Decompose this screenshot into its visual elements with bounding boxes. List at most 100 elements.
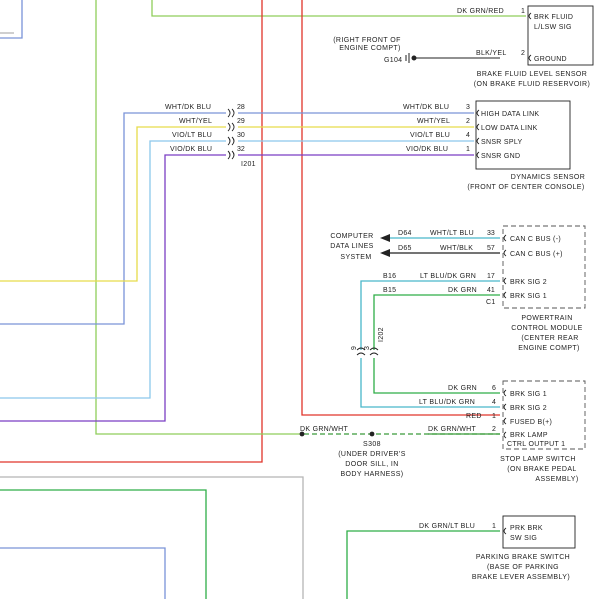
wire-vio-dk-blu bbox=[0, 154, 474, 422]
pin-number: 2 bbox=[521, 50, 525, 57]
pin-number: 1 bbox=[492, 523, 496, 530]
pin-function: HIGH DATA LINK bbox=[481, 111, 539, 118]
pin-number: 4 bbox=[466, 132, 470, 139]
wire-wht-dk-blu bbox=[0, 112, 474, 325]
pin-function: BRK LAMP bbox=[510, 432, 548, 439]
wire-light-green-long bbox=[95, 0, 302, 435]
component-location: (ON BRAKE PEDAL bbox=[507, 466, 576, 473]
wire-wht-yel bbox=[0, 126, 474, 282]
pin-number: 3 bbox=[466, 104, 470, 111]
pin-function: CAN C BUS (-) bbox=[510, 236, 561, 243]
wire-blue-bottom bbox=[0, 547, 166, 599]
pin-number: 1 bbox=[466, 146, 470, 153]
splice-location: (UNDER DRIVER'S bbox=[338, 451, 406, 458]
pin-function: CAN C BUS (+) bbox=[510, 251, 563, 258]
wire-light-green-top bbox=[151, 0, 526, 17]
pin-function: L/LSW SIG bbox=[534, 24, 572, 31]
brake-fluid-sensor-box bbox=[527, 5, 594, 66]
splice-dot-s308 bbox=[369, 431, 375, 437]
pin-number: 3 bbox=[364, 346, 371, 350]
pin-number: 2 bbox=[492, 426, 496, 433]
pin-function: FUSED B(+) bbox=[510, 419, 552, 426]
pin-number: 1 bbox=[521, 8, 525, 15]
pin-function: BRK FLUID bbox=[534, 14, 573, 21]
inline-connector-i201 bbox=[227, 108, 235, 160]
arrow-left-icon bbox=[380, 234, 390, 242]
wire-label: DK GRN bbox=[448, 385, 477, 392]
pin-function: BRK SIG 1 bbox=[510, 391, 547, 398]
cavity-id: C1 bbox=[486, 299, 496, 306]
pin-number: 9 bbox=[351, 346, 358, 350]
pin-function: PRK BRK bbox=[510, 525, 543, 532]
circuit-id: D64 bbox=[398, 230, 412, 237]
pin-number: 29 bbox=[237, 118, 245, 125]
connector-id: I202 bbox=[378, 327, 385, 342]
pin-number: 2 bbox=[466, 118, 470, 125]
component-title: BRAKE FLUID LEVEL SENSOR bbox=[477, 71, 588, 78]
pin-number: 17 bbox=[487, 273, 495, 280]
component-location: (ON BRAKE FLUID RESERVOIR) bbox=[474, 81, 590, 88]
wire-label: WHT/DK BLU bbox=[165, 104, 211, 111]
computer-data-lines-label: SYSTEM bbox=[340, 254, 371, 261]
wire-label: VIO/LT BLU bbox=[410, 132, 450, 139]
pin-function: BRK SIG 2 bbox=[510, 405, 547, 412]
pin-number: 32 bbox=[237, 146, 245, 153]
wire-label: WHT/YEL bbox=[417, 118, 450, 125]
circuit-id: D65 bbox=[398, 245, 412, 252]
wire-label: WHT/BLK bbox=[440, 245, 473, 252]
circuit-id: B15 bbox=[383, 287, 396, 294]
wire-label: WHT/LT BLU bbox=[430, 230, 474, 237]
connector-id: I201 bbox=[241, 161, 256, 168]
component-title: CONTROL MODULE bbox=[511, 325, 582, 332]
wire-label: WHT/DK BLU bbox=[403, 104, 449, 111]
parking-brake-switch-box bbox=[502, 515, 576, 549]
pin-number: 33 bbox=[487, 230, 495, 237]
pin-function: BRK SIG 2 bbox=[510, 279, 547, 286]
wire-label: DK GRN/LT BLU bbox=[419, 523, 475, 530]
pin-function: GROUND bbox=[534, 56, 567, 63]
component-location: ASSEMBLY) bbox=[535, 476, 578, 483]
wire-red-fused bbox=[0, 0, 500, 463]
component-location: (BASE OF PARKING bbox=[487, 564, 559, 571]
pin-function: LOW DATA LINK bbox=[481, 125, 538, 132]
splice-location: BODY HARNESS) bbox=[340, 471, 403, 478]
wire-label: RED bbox=[466, 413, 482, 420]
wire-label: VIO/DK BLU bbox=[406, 146, 448, 153]
dynamics-sensor-box bbox=[475, 100, 571, 170]
wire-label: VIO/DK BLU bbox=[170, 146, 212, 153]
pin-number: 1 bbox=[492, 413, 496, 420]
pin-function: SNSR GND bbox=[481, 153, 520, 160]
pin-function: SW SIG bbox=[510, 535, 537, 542]
splice-dot bbox=[299, 431, 305, 437]
wire-label: WHT/YEL bbox=[179, 118, 212, 125]
component-location: BRAKE LEVER ASSEMBLY) bbox=[472, 574, 570, 581]
component-location: (FRONT OF CENTER CONSOLE) bbox=[467, 184, 584, 191]
wire-dk-grn bbox=[373, 294, 500, 394]
ground-location: ENGINE COMPT) bbox=[339, 45, 401, 52]
wire-green-bottom bbox=[0, 489, 207, 599]
circuit-id: B16 bbox=[383, 273, 396, 280]
ground-location: (RIGHT FRONT OF bbox=[333, 37, 401, 44]
wire-dk-grn-lt-blu bbox=[346, 530, 500, 599]
component-title: DYNAMICS SENSOR bbox=[511, 174, 585, 181]
pcm-box bbox=[502, 225, 586, 309]
stop-lamp-switch-box bbox=[502, 380, 586, 450]
wire-label: DK GRN/WHT bbox=[428, 426, 477, 433]
wire-label: VIO/LT BLU bbox=[172, 132, 212, 139]
connector-cavities bbox=[476, 12, 532, 535]
splice-id: S308 bbox=[363, 441, 381, 448]
component-title: STOP LAMP SWITCH bbox=[500, 456, 576, 463]
pin-number: 30 bbox=[237, 132, 245, 139]
wire-blue-left-top bbox=[0, 0, 23, 39]
pin-number: 41 bbox=[487, 287, 495, 294]
wire-label: BLK/YEL bbox=[476, 50, 507, 57]
pin-function: SNSR SPLY bbox=[481, 139, 523, 146]
wire-lt-blu-dk-grn bbox=[360, 280, 500, 408]
wire-label: DK GRN/RED bbox=[457, 8, 504, 15]
arrow-left-icon bbox=[380, 249, 390, 257]
pin-function: CTRL OUTPUT 1 bbox=[507, 441, 565, 448]
pin-number: 28 bbox=[237, 104, 245, 111]
wire-label: DK GRN/WHT bbox=[300, 426, 349, 433]
wire-label: LT BLU/DK GRN bbox=[419, 399, 475, 406]
